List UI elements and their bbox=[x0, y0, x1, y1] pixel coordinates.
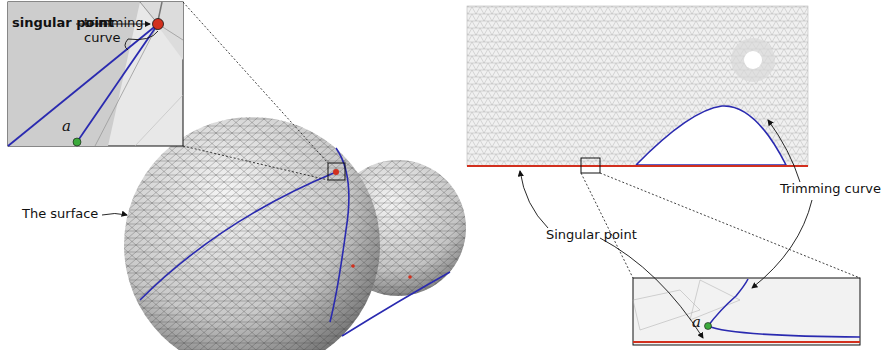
point-label: a bbox=[692, 314, 701, 331]
point-label: a bbox=[62, 118, 71, 135]
callout-label: trimming curve bbox=[84, 16, 148, 46]
callout-label: The surface bbox=[22, 207, 98, 222]
callout-label: Singular point bbox=[546, 228, 637, 243]
callout-label: Trimming curve bbox=[780, 182, 881, 197]
